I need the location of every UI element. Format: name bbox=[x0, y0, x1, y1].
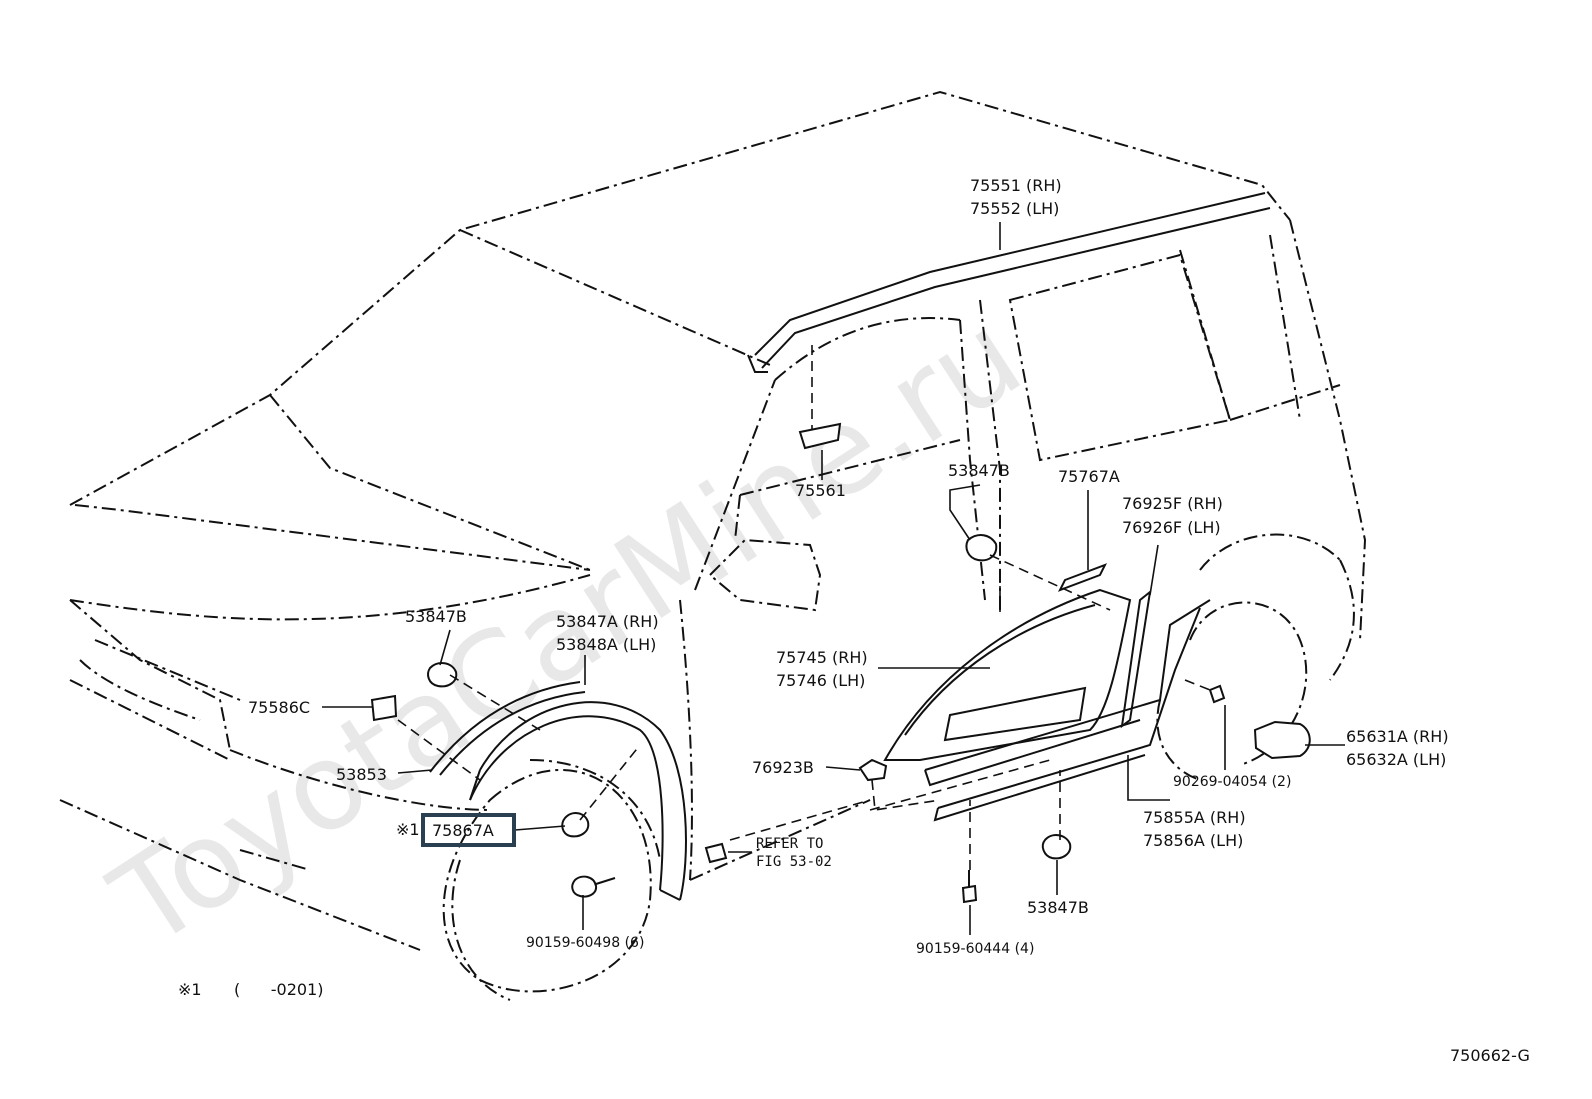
footnote-mark: ※1 bbox=[178, 980, 202, 999]
label-75561: 75561 bbox=[795, 481, 846, 500]
footnote-range: ( -0201) bbox=[234, 980, 324, 999]
label-90159-60498: 90159-60498 (6) bbox=[526, 935, 644, 951]
label-53847b-left: 53847B bbox=[405, 607, 467, 626]
label-53847b-top: 53847B bbox=[948, 461, 1010, 480]
label-75867a[interactable]: 75867A bbox=[432, 821, 494, 840]
part-labels: 75551 (RH) 75552 (LH) 75561 53847B 75767… bbox=[178, 176, 1530, 1065]
label-75855a: 75855A (RH) bbox=[1143, 808, 1246, 827]
label-76925f: 76925F (RH) bbox=[1122, 494, 1223, 513]
label-refer-2: FIG 53-02 bbox=[756, 854, 832, 870]
label-75856a: 75856A (LH) bbox=[1143, 831, 1243, 850]
figure-code: 750662-G bbox=[1450, 1046, 1530, 1065]
label-75586c: 75586C bbox=[248, 698, 310, 717]
leader-lines bbox=[322, 222, 1345, 935]
label-90269: 90269-04054 (2) bbox=[1173, 774, 1291, 790]
label-53848a: 53848A (LH) bbox=[556, 635, 656, 654]
label-53847a: 53847A (RH) bbox=[556, 612, 659, 631]
label-75767a: 75767A bbox=[1058, 467, 1120, 486]
label-90159-60444: 90159-60444 (4) bbox=[916, 941, 1034, 957]
label-75745: 75745 (RH) bbox=[776, 648, 868, 667]
label-65632a: 65632A (LH) bbox=[1346, 750, 1446, 769]
label-76923b: 76923B bbox=[752, 758, 814, 777]
highlight-box bbox=[421, 813, 516, 847]
label-75551: 75551 (RH) bbox=[970, 176, 1062, 195]
label-75746: 75746 (LH) bbox=[776, 671, 865, 690]
label-75867a-mark: ※1 bbox=[396, 820, 420, 839]
label-53847b-bottom: 53847B bbox=[1027, 898, 1089, 917]
label-refer-1: REFER TO bbox=[756, 836, 823, 852]
label-76926f: 76926F (LH) bbox=[1122, 518, 1221, 537]
label-53853: 53853 bbox=[336, 765, 387, 784]
label-65631a: 65631A (RH) bbox=[1346, 727, 1449, 746]
label-75552: 75552 (LH) bbox=[970, 199, 1059, 218]
parts-drawing bbox=[370, 192, 1311, 904]
